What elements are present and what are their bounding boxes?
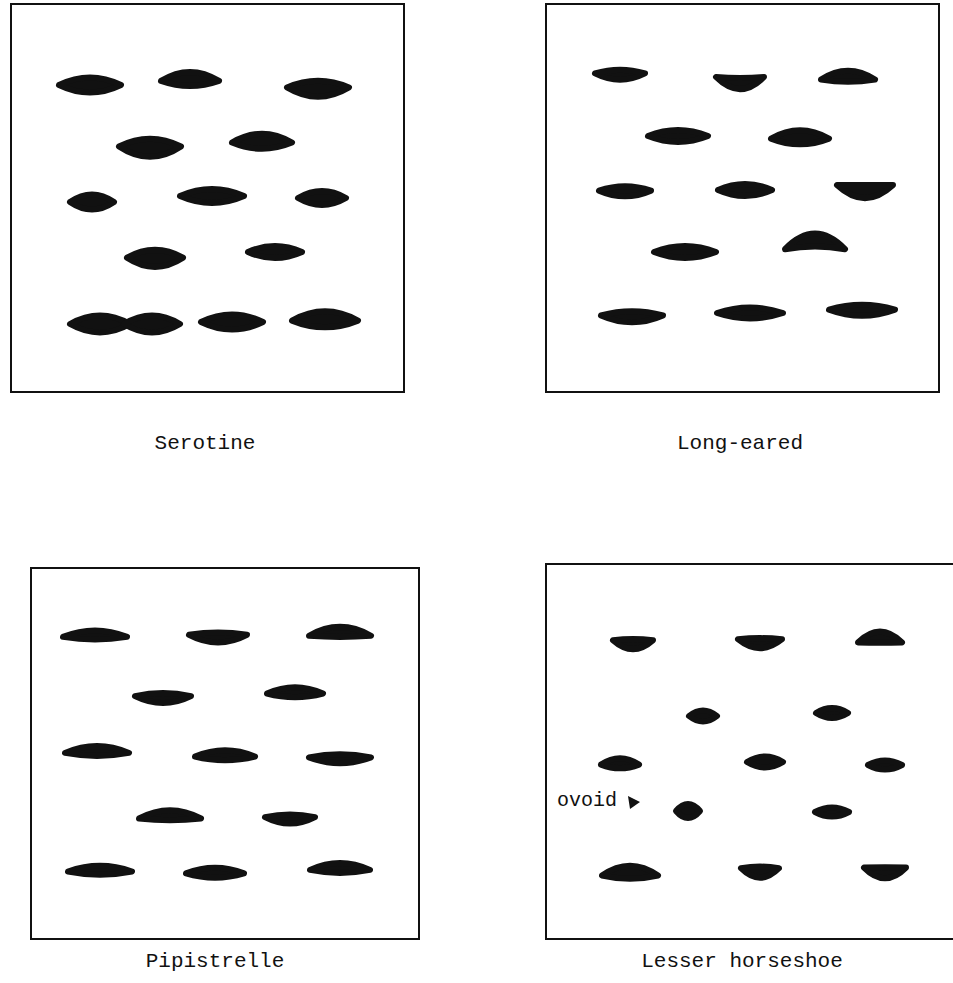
dropping [292,311,358,327]
dropping [601,758,639,768]
dropping [59,78,121,93]
dropping [816,708,848,718]
dropping [265,815,315,824]
dropping [829,305,895,316]
dropping [717,308,783,319]
dropping [648,130,708,142]
dropping [771,130,829,144]
dropping [127,250,183,267]
dropping [785,234,845,250]
dropping [602,866,658,879]
species-name: Long-eared [677,432,803,455]
species-name: Lesser horseshoe [641,950,843,973]
dropping [186,868,244,878]
dropping [70,195,114,210]
dropping [63,630,127,639]
dropping [858,632,902,643]
sample-panel: Long-eared [545,3,940,393]
dropping [747,757,783,768]
dropping [868,761,902,770]
dropping [689,711,717,722]
dropping [599,186,651,196]
dropping [119,139,181,157]
dropping [654,246,716,258]
dropping [613,639,653,649]
dropping [864,867,906,878]
sample-panel: Serotine [10,3,405,393]
dropping [815,808,849,817]
dropping [139,810,201,820]
sample-panel: Pipistrelle [30,567,420,940]
dropping [68,866,132,875]
dropping [601,311,663,322]
dropping [180,189,244,203]
pointer-arrowhead [628,796,640,809]
dropping [738,638,782,648]
dropping [716,77,764,89]
dropping [309,627,371,637]
dropping [201,315,263,330]
dropping [65,746,129,756]
dropping [741,867,779,878]
dropping [248,246,302,258]
dropping [267,687,323,697]
dropping [232,134,292,149]
dropping [837,185,893,198]
dropping [595,70,645,80]
dropping [821,71,875,82]
dropping [718,184,772,196]
dropping [676,804,700,818]
sample-panel: Lesser horseshoe [545,563,953,940]
dropping [161,72,219,86]
dropping [189,632,247,642]
dropping [298,191,346,205]
dropping [124,316,180,333]
dropping [135,693,191,703]
species-name: Serotine [155,432,256,455]
shape-note: ovoid [556,789,618,812]
dropping [310,863,370,873]
dropping [309,754,371,763]
dropping [195,750,255,760]
dropping [287,81,349,97]
species-name: Pipistrelle [146,950,285,973]
